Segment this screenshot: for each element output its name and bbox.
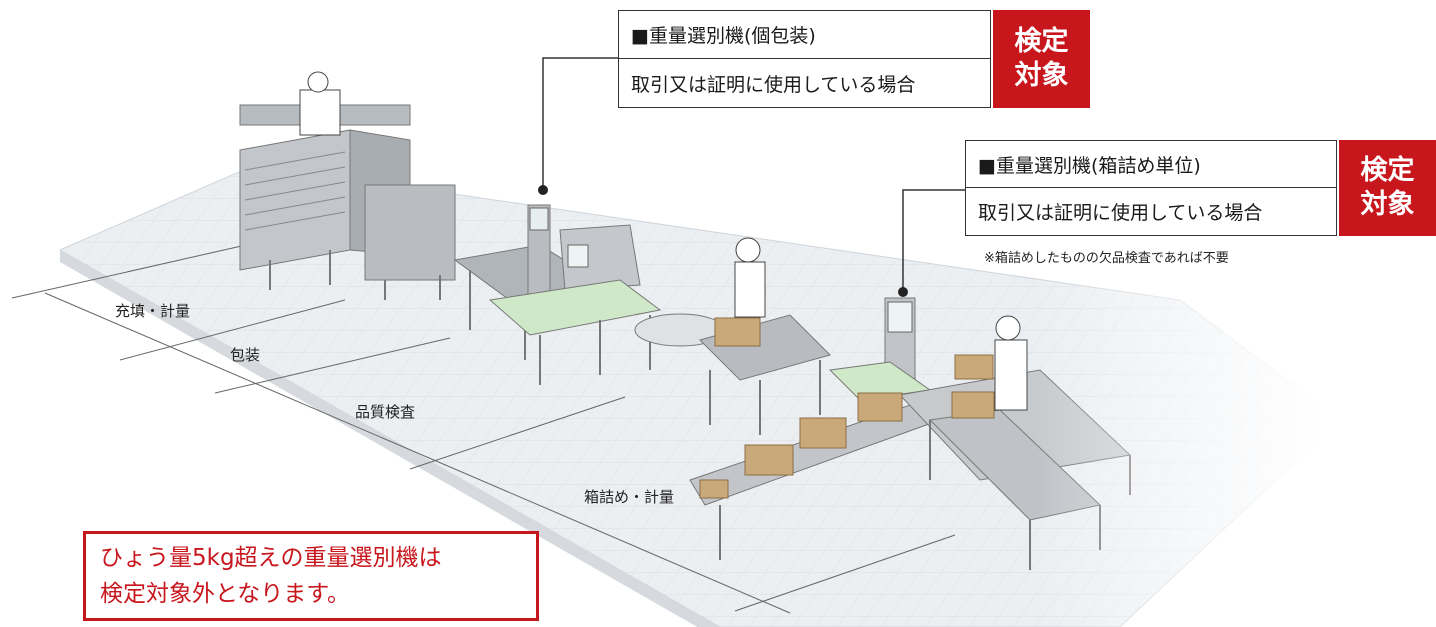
callout-case-packing: ■重量選別機(箱詰め単位) 取引又は証明に使用している場合 — [965, 140, 1337, 236]
badge-line-2: 対象 — [1014, 60, 1069, 91]
callout-title: ■重量選別機(箱詰め単位) — [966, 141, 1336, 188]
warning-line-2: 検定対象外となります。 — [100, 581, 351, 607]
exemption-note: ※箱詰めしたものの欠品検査であれば不要 — [984, 251, 1229, 266]
stage-label-case-packing: 箱詰め・計量 — [584, 488, 675, 506]
leader-dot-1 — [538, 185, 548, 195]
stage-label-filling: 充填・計量 — [115, 302, 191, 320]
warning-line-1: ひょう量5kg超えの重量選別機は — [100, 545, 442, 571]
leader-dot-2 — [898, 287, 908, 297]
badge-line-2: 対象 — [1360, 189, 1415, 220]
callout-condition: 取引又は証明に使用している場合 — [631, 73, 916, 96]
inspection-target-badge: 検定 対象 — [1339, 140, 1436, 236]
badge-line-1: 検定 — [1360, 155, 1415, 186]
callout-leader-lines — [542, 57, 965, 292]
capacity-warning-box: ひょう量5kg超えの重量選別機は 検定対象外となります。 — [83, 531, 539, 621]
stage-label-packaging: 包装 — [230, 346, 261, 364]
callout-title: ■重量選別機(個包装) — [619, 11, 990, 59]
inspection-target-badge: 検定 対象 — [993, 10, 1090, 108]
badge-line-1: 検定 — [1014, 26, 1069, 57]
callout-condition: 取引又は証明に使用している場合 — [978, 202, 1263, 224]
stage-label-quality-inspection: 品質検査 — [355, 403, 416, 421]
callout-individual-packaging: ■重量選別機(個包装) 取引又は証明に使用している場合 — [618, 10, 991, 108]
